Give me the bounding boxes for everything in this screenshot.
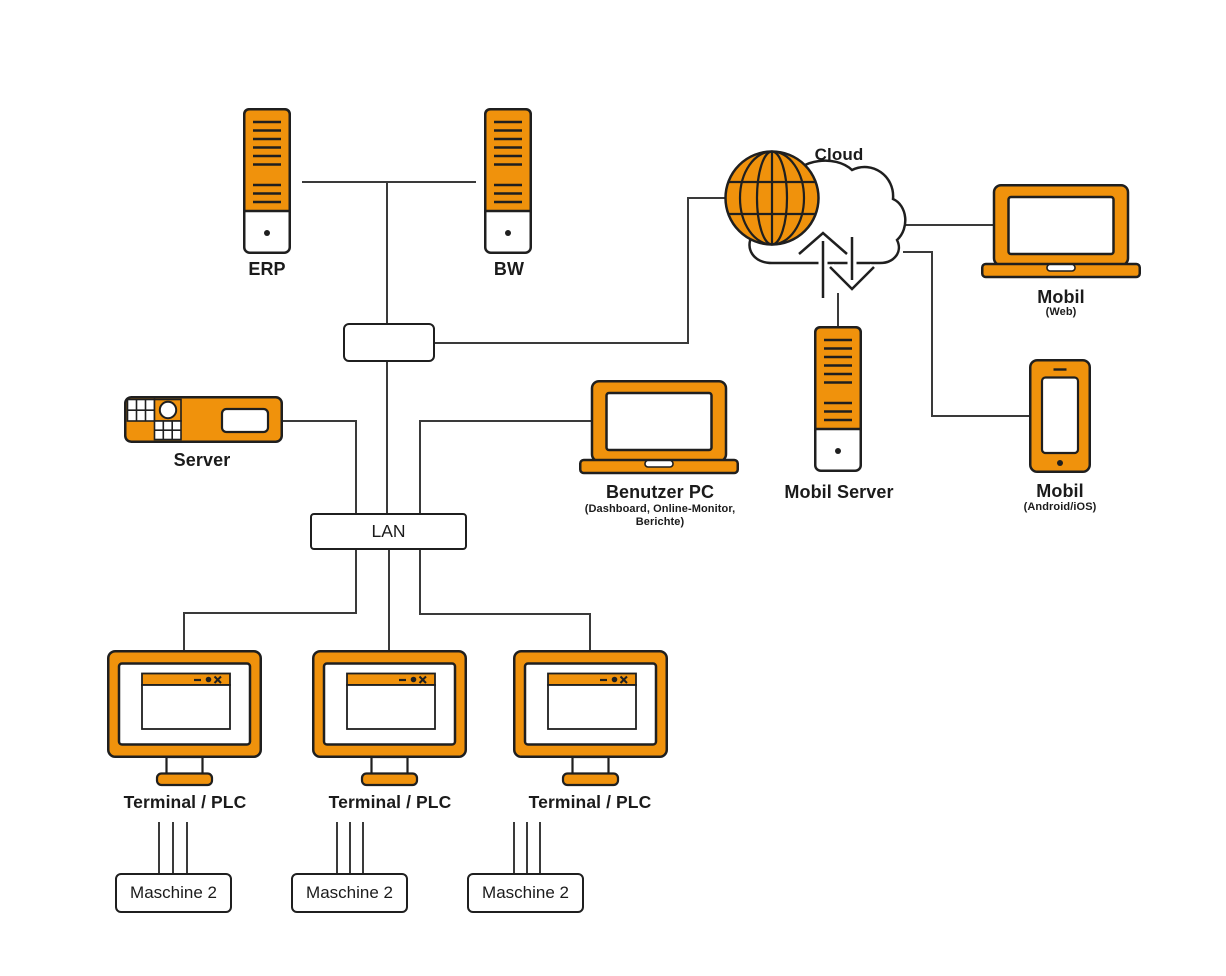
terminal-monitor-icon xyxy=(312,650,467,787)
maschine-box: Maschine 2 xyxy=(115,873,232,913)
bw-label: BW xyxy=(493,259,525,279)
erp-label: ERP xyxy=(248,259,286,279)
terminal-monitor-icon xyxy=(513,650,668,787)
maschine-box: Maschine 2 xyxy=(467,873,584,913)
cloud-label: Cloud xyxy=(814,145,864,164)
terminal-plc-label: Terminal / PLC xyxy=(328,792,452,812)
mobil-server-label: Mobil Server xyxy=(784,482,894,502)
mobil-web-laptop-icon xyxy=(981,184,1141,279)
terminal-plc-label: Terminal / PLC xyxy=(528,792,652,812)
maschine-box: Maschine 2 xyxy=(291,873,408,913)
lan-box: LAN xyxy=(310,513,467,550)
benutzer-pc-label: Benutzer PC xyxy=(605,482,715,502)
lan-label: LAN xyxy=(371,521,406,541)
mobil-app-label: Mobil xyxy=(1036,481,1084,501)
mobil-app-sublabel: (Android/iOS) xyxy=(1023,501,1097,513)
mobil-web-sublabel: (Web) xyxy=(1045,306,1077,318)
benutzer-pc-sublabel: (Dashboard, Online-Monitor, Berichte) xyxy=(584,503,736,528)
server-rack-icon xyxy=(124,396,283,443)
maschine-label: Maschine 2 xyxy=(482,883,569,902)
bw-tower-icon xyxy=(483,107,533,255)
benutzer-pc-laptop-icon xyxy=(579,380,739,475)
erp-tower-icon xyxy=(242,107,292,255)
mobil-server-tower-icon xyxy=(813,325,863,473)
maschine-label: Maschine 2 xyxy=(130,883,217,902)
smartphone-icon xyxy=(1029,359,1091,473)
mobil-web-label: Mobil xyxy=(1037,287,1085,307)
server-label: Server xyxy=(173,450,231,470)
junction-box xyxy=(343,323,435,362)
maschine-label: Maschine 2 xyxy=(306,883,393,902)
terminal-monitor-icon xyxy=(107,650,262,787)
connector-lines xyxy=(158,181,1029,873)
globe-icon xyxy=(724,150,820,246)
terminal-plc-label: Terminal / PLC xyxy=(123,792,247,812)
sync-arrows-icon xyxy=(796,227,878,298)
